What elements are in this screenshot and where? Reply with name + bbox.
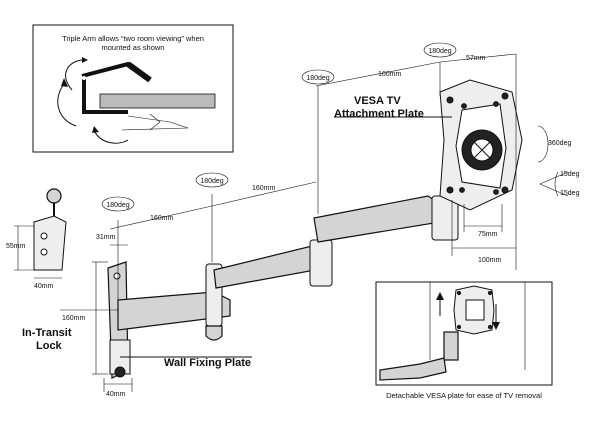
dim-line-160-mid	[211, 181, 317, 207]
tilt-up: 15deg	[560, 171, 580, 178]
tilt-arc	[554, 171, 559, 197]
down-arrowhead-icon	[492, 322, 500, 330]
dim-160-low: 160mm	[150, 215, 174, 222]
vesa-label-line2: Attachment Plate	[334, 108, 424, 120]
detach-plate-center	[465, 299, 485, 321]
vesa-hole	[446, 96, 454, 104]
dim-40-base: 40mm	[106, 391, 126, 398]
dim-31: 31mm	[96, 234, 116, 241]
dim-160-vert: 160mm	[62, 315, 86, 322]
inset-wall	[99, 93, 216, 109]
vesa-hole	[493, 101, 499, 107]
transit-label-line2: Lock	[36, 340, 63, 352]
dim-75: 75mm	[478, 231, 498, 238]
detach-bracket	[443, 331, 459, 361]
vesa-rotator-cross	[473, 141, 491, 159]
rotation-ellipse-lower	[101, 196, 135, 212]
wall-plate-hole	[113, 272, 121, 280]
rotation-ellipse-middle	[195, 172, 229, 188]
detach-hole	[487, 324, 493, 330]
lock-body	[33, 215, 67, 271]
two-room-inset: Triple Arm allows “two room viewing” whe…	[32, 24, 234, 153]
detach-arm	[379, 357, 447, 381]
lock-knob	[46, 188, 62, 204]
dim-160-top: 160mm	[378, 71, 402, 78]
dim-57: 57mm	[466, 55, 486, 62]
rotation-upper: 180deg	[306, 75, 329, 82]
joint-first-foot	[205, 325, 223, 341]
inset-frame	[32, 24, 234, 153]
inset-ghost-arm	[121, 115, 189, 131]
lock-hole	[40, 248, 48, 256]
dim-line-160-low	[109, 205, 213, 230]
detach-caption: Detachable VESA plate for ease of TV rem…	[386, 391, 542, 400]
inset-note-line1: Triple Arm allows “two room viewing” whe…	[62, 34, 204, 43]
rotation-markers	[101, 42, 549, 212]
joint-second	[309, 239, 333, 287]
arm-first	[117, 291, 231, 331]
inset-ghost-joint	[149, 113, 161, 131]
inset-swing-arrow-top	[65, 59, 83, 91]
rotation-plate: 360deg	[548, 140, 571, 147]
tilt-up-line	[539, 171, 569, 185]
detach-hole	[487, 290, 493, 296]
up-arrowhead-icon	[436, 292, 444, 300]
vesa-hole	[459, 187, 465, 193]
inset-arrowhead-top	[82, 57, 88, 63]
inset-swing-arrow-left	[57, 83, 77, 127]
inset-arrowhead-bottom	[92, 126, 99, 133]
arm-second	[213, 245, 327, 289]
transit-lock-part	[33, 188, 67, 271]
detach-hole	[456, 290, 462, 296]
tilt-down-line	[539, 183, 569, 197]
rotation-ellipse-top	[423, 42, 457, 58]
inset-arm-lower	[82, 78, 128, 114]
vesa-detach-inset: Detachable VESA plate for ease of TV rem…	[375, 281, 553, 400]
rotation-arc-plate	[537, 125, 549, 163]
detach-hole	[456, 324, 462, 330]
vesa-hole	[446, 186, 454, 194]
dim-55: 55mm	[6, 243, 26, 250]
arm-third	[313, 195, 441, 243]
wall-plate-knob	[114, 366, 126, 378]
vesa-hole	[501, 186, 509, 194]
dim-line-57	[439, 53, 517, 63]
lock-hole	[40, 232, 48, 240]
rotation-lower: 180deg	[106, 202, 129, 209]
dim-160-mid: 160mm	[252, 185, 276, 192]
vesa-hole	[493, 189, 499, 195]
inset-arrowhead-left	[61, 78, 68, 87]
rotation-top: 180deg	[428, 48, 451, 55]
dimension-lines	[14, 53, 569, 392]
inset-note-line2: mounted as shown	[102, 43, 165, 52]
arm-assembly	[107, 79, 523, 379]
inset-tv-edge	[126, 61, 152, 83]
detach-inset-frame	[375, 281, 553, 386]
tilt-down: 15deg	[560, 190, 580, 197]
dim-100: 100mm	[478, 257, 502, 264]
dim-line-160-top	[315, 61, 441, 87]
wall-plate-label: Wall Fixing Plate	[164, 357, 251, 369]
rotation-ellipse-upper	[301, 69, 335, 85]
inset-joint	[82, 76, 86, 80]
vesa-label-line1: VESA TV	[354, 95, 401, 107]
inset-swing-arrow-bottom	[93, 129, 129, 144]
vesa-hole	[461, 103, 467, 109]
vesa-hole	[501, 92, 509, 100]
dim-40-lock: 40mm	[34, 283, 54, 290]
transit-label-line1: In-Transit	[22, 327, 72, 339]
rotation-middle: 180deg	[200, 178, 223, 185]
